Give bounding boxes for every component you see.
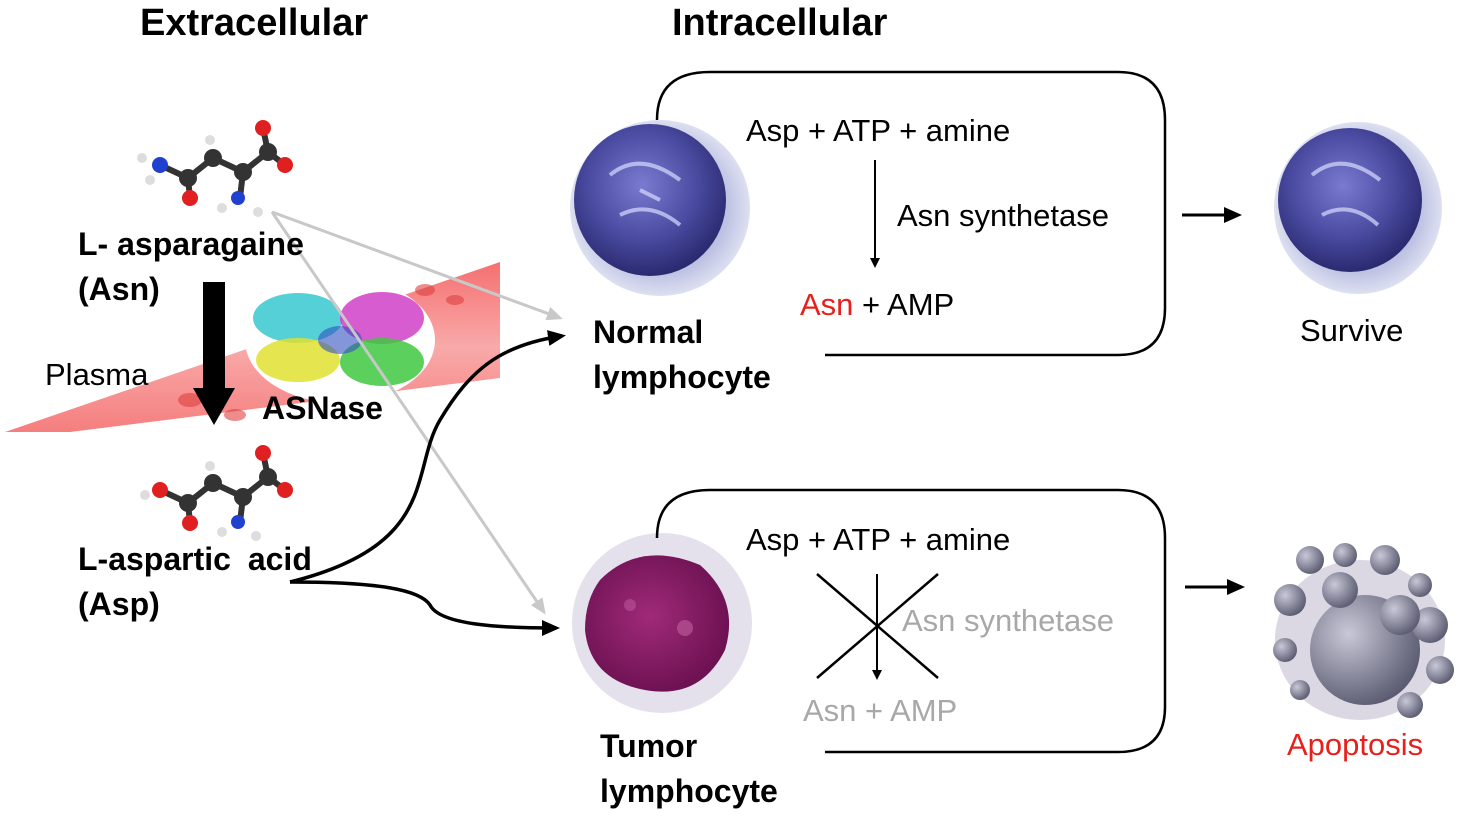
asn-to-normal-arrow	[271, 210, 563, 321]
normal-enzyme: Asn synthetase	[897, 198, 1109, 233]
apoptosis-label: Apoptosis	[1287, 727, 1424, 762]
asnase-enzyme-icon	[245, 277, 435, 403]
intracellular-header: Intracellular	[672, 2, 888, 44]
asp-to-normal-arrow	[289, 330, 566, 584]
asn-product-highlight: Asn	[800, 287, 854, 322]
normal-lymphocyte-icon	[570, 120, 750, 296]
apoptotic-cell-icon	[1273, 543, 1454, 720]
normal-reaction-box	[655, 70, 1167, 357]
asnase-label: ASNase	[262, 390, 383, 426]
normal-products: Asn + AMP	[800, 287, 954, 323]
asparagine-abbr: (Asn)	[78, 271, 160, 307]
blocked-cross-icon	[816, 573, 939, 679]
tumor-reactants: Asp + ATP + amine	[746, 522, 1011, 557]
plasma-label: Plasma	[45, 357, 149, 392]
amp-product: + AMP	[853, 287, 955, 322]
conversion-arrow	[193, 282, 235, 425]
asparagine-label: L- asparagaine	[78, 226, 304, 262]
aspartic-acid-label: L-aspartic acid	[78, 541, 312, 577]
tumor-cell-label-line1: Tumor	[600, 728, 698, 764]
normal-cell-label-line1: Normal	[593, 314, 704, 350]
normal-reactants: Asp + ATP + amine	[746, 113, 1011, 148]
aspartic-acid-abbr: (Asp)	[78, 586, 160, 622]
normal-cell-label-line2: lymphocyte	[593, 359, 771, 395]
extracellular-header: Extracellular	[140, 2, 369, 44]
surviving-cell-icon	[1274, 122, 1442, 294]
tumor-lymphocyte-icon	[572, 533, 752, 713]
survive-label: Survive	[1300, 313, 1404, 348]
tumor-reaction-box	[655, 488, 1167, 754]
tumor-cell-label-line2: lymphocyte	[600, 773, 778, 809]
tumor-products-blocked: Asn + AMP	[803, 693, 958, 728]
asparagine-molecule-icon	[137, 120, 293, 217]
tumor-enzyme-blocked: Asn synthetase	[902, 603, 1114, 638]
asn-to-tumor-arrow	[270, 211, 546, 615]
asp-to-tumor-arrow	[289, 580, 560, 636]
aspartic-acid-molecule-icon	[140, 445, 293, 541]
